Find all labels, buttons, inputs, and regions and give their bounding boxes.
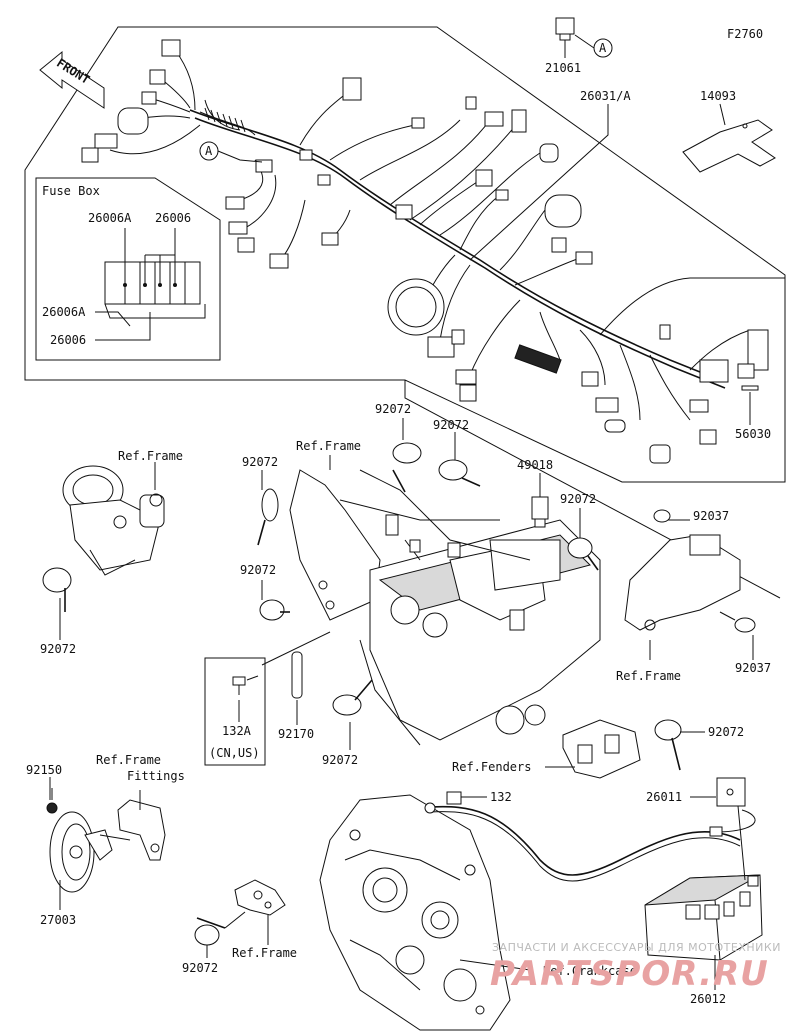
- watermark-line1: ЗАПЧАСТИ И АКСЕССУАРЫ ДЛЯ МОТОТЕХНИКИ: [492, 941, 781, 954]
- part-49018-unit: 49018: [517, 458, 553, 528]
- part-92072-right: 92072: [560, 492, 596, 506]
- callout-a-harness-label: A: [205, 144, 213, 158]
- part-92072-top-2: 92072: [433, 418, 469, 432]
- ref-frame-fittings-2: Fittings: [127, 769, 185, 783]
- part-92037-top: 92037: [693, 509, 729, 523]
- part-92072-center-low: 92072: [322, 753, 358, 767]
- harness-panel: [24, 26, 786, 483]
- part-92072-left: 92072: [40, 642, 76, 656]
- wiring-harness: [109, 49, 785, 421]
- crankcase: [319, 794, 511, 1031]
- part-26012: 26012: [690, 992, 726, 1006]
- headstock-frame: [62, 465, 165, 576]
- harness-connectors: [81, 39, 769, 464]
- bottom-fitting: [224, 879, 286, 929]
- part-92072-top-1: 92072: [375, 402, 411, 416]
- part-21061-relay: 21061: [545, 17, 581, 75]
- part-92072-fenders: 92072: [708, 725, 744, 739]
- ref-fenders: Ref.Fenders: [452, 760, 531, 774]
- leader-lines: [49, 418, 754, 990]
- part-56030: 56030: [735, 427, 771, 441]
- part-92150: 92150: [26, 763, 62, 777]
- part-92037-bottom: 92037: [735, 661, 771, 675]
- callout-a-top-label: A: [599, 41, 607, 55]
- fenders-bracket: [562, 719, 641, 779]
- part-26011: 26011: [646, 790, 682, 804]
- part-26031A: 26031/A: [580, 89, 631, 103]
- part-49018: 49018: [517, 458, 553, 472]
- part-26006-bottom: 26006: [50, 333, 86, 347]
- ref-frame-right: Ref.Frame: [616, 669, 681, 683]
- part-92072-bottom: 92072: [182, 961, 218, 975]
- part-132A-group: 132A (CN,US) 92170: [204, 631, 331, 766]
- part-21061: 21061: [545, 61, 581, 75]
- part-132A: 132A: [222, 724, 252, 738]
- horn-assembly: [46, 788, 166, 893]
- ref-frame-fittings-1: Ref.Frame: [96, 753, 161, 767]
- part-27003: 27003: [40, 913, 76, 927]
- ref-crankcase: Ref.Crankcase: [543, 964, 637, 978]
- ground-cable: [424, 791, 741, 882]
- callout-a-harness: A: [199, 141, 263, 163]
- ref-frame-center: Ref.Frame: [296, 439, 361, 453]
- part-26006A-top: 26006A: [88, 211, 132, 225]
- battery-cable-26011: [690, 777, 756, 881]
- part-92170: 92170: [278, 727, 314, 741]
- part-14093-plate: 14093: [682, 89, 776, 173]
- diagram-code: F2760: [727, 27, 763, 41]
- callout-a-top: A: [574, 34, 613, 58]
- battery-26012: [644, 874, 763, 961]
- main-frame: [289, 380, 781, 746]
- part-132: 132: [490, 790, 512, 804]
- part-26006A-left: 26006A: [42, 305, 86, 319]
- part-132A-note: (CN,US): [209, 746, 260, 760]
- fuse-box-title: Fuse Box: [42, 184, 100, 198]
- clamp-shapes: [42, 442, 682, 946]
- part-92072-left-upper: 92072: [242, 455, 278, 469]
- fuse-box-inset: Fuse Box 26006A 26006 26006A 26006: [35, 177, 221, 361]
- part-14093: 14093: [700, 89, 736, 103]
- right-bracket: [624, 509, 756, 633]
- ref-frame-left: Ref.Frame: [118, 449, 183, 463]
- watermark: ЗАПЧАСТИ И АКСЕССУАРЫ ДЛЯ МОТОТЕХНИКИ PA…: [490, 941, 781, 994]
- front-arrow-icon: FRONT: [39, 50, 105, 109]
- watermark-line2: PARTSPOR.RU: [490, 954, 769, 994]
- part-26006-top: 26006: [155, 211, 191, 225]
- ref-frame-bottom: Ref.Frame: [232, 946, 297, 960]
- part-92072-left-mid: 92072: [240, 563, 276, 577]
